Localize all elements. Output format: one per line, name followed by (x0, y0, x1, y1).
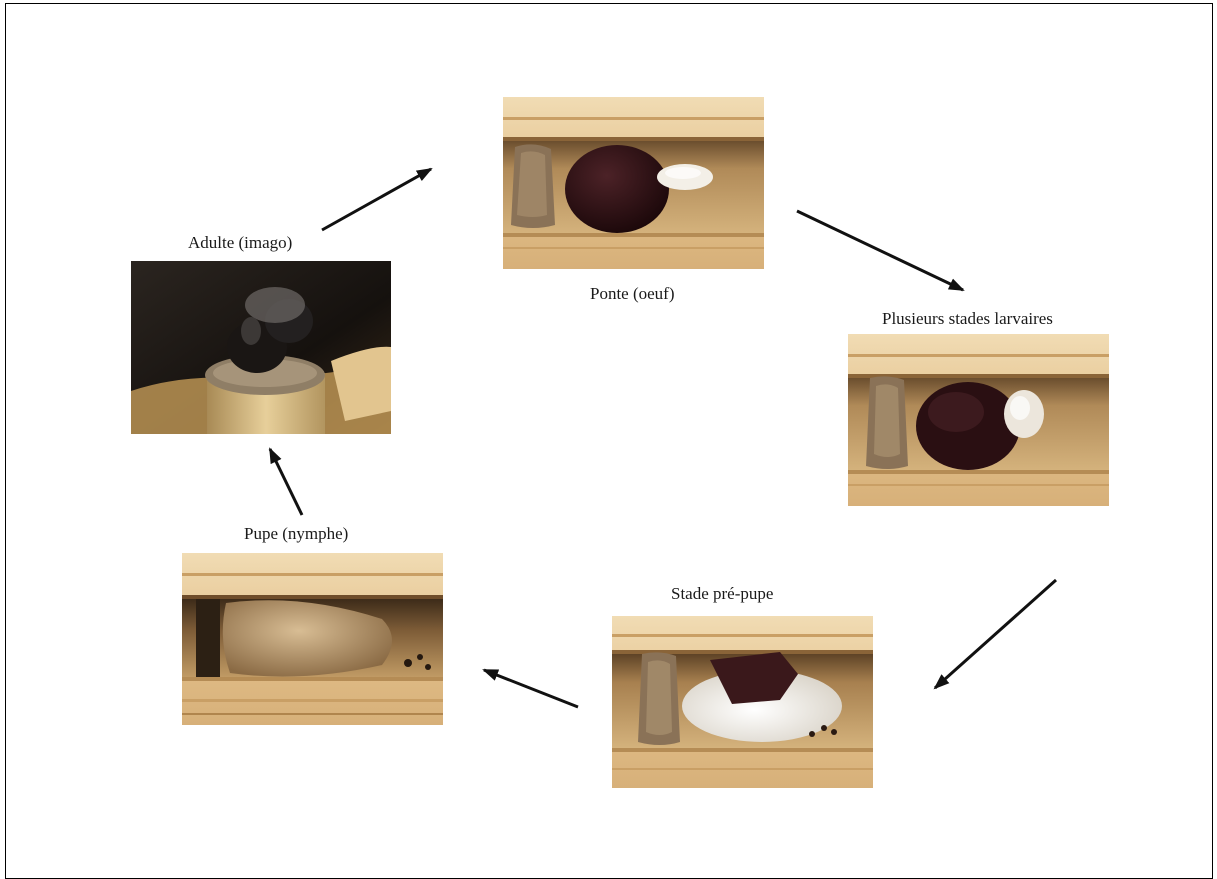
arrow-larvaires-to-prepupe (935, 580, 1056, 688)
arrow-pupe-to-adulte (270, 449, 302, 515)
arrow-prepupe-to-pupe (484, 670, 578, 707)
arrow-adulte-to-ponte (322, 169, 431, 230)
arrow-ponte-to-larvaires (797, 211, 963, 290)
